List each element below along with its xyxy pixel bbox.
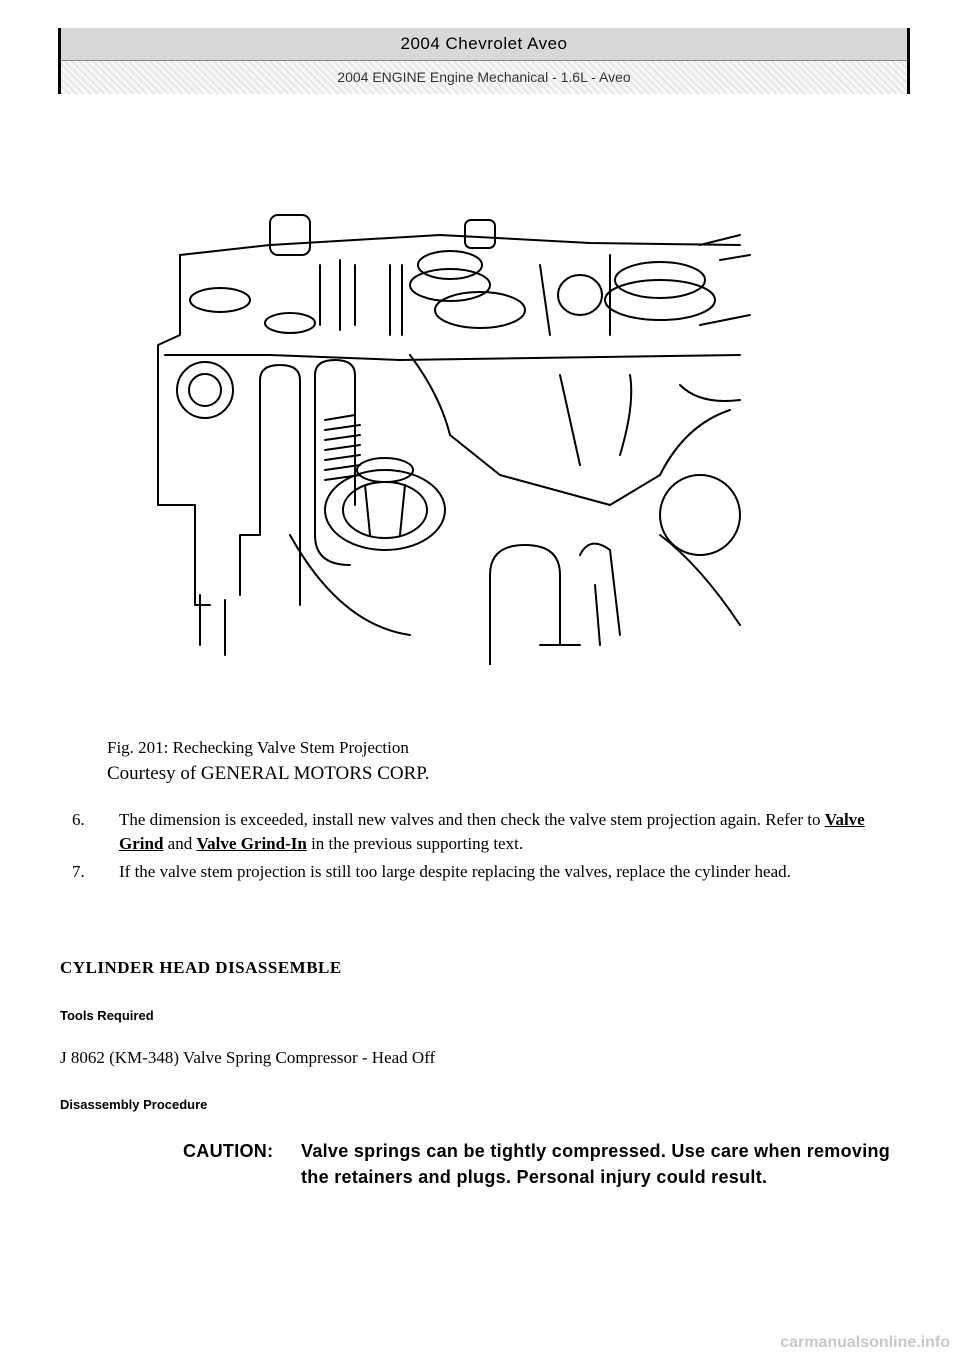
step-item: 7. If the valve stem projection is still… (60, 860, 910, 884)
procedure-steps: 6. The dimension is exceeded, install ne… (60, 808, 910, 888)
caution-label: CAUTION: (183, 1141, 274, 1161)
caption-title: Fig. 201: Rechecking Valve Stem Projecti… (107, 738, 409, 757)
valve-grind-in-link[interactable]: Valve Grind-In (196, 834, 307, 853)
caution-note: CAUTION: Valve springs can be tightly co… (183, 1138, 903, 1190)
step-item: 6. The dimension is exceeded, install ne… (60, 808, 910, 856)
header-title: 2004 Chevrolet Aveo (61, 28, 907, 61)
header-subtitle: 2004 ENGINE Engine Mechanical - 1.6L - A… (61, 61, 907, 94)
tools-heading: Tools Required (60, 1008, 154, 1023)
site-watermark: carmanualsonline.info (780, 1334, 950, 1351)
step-text: If the valve stem projection is still to… (119, 862, 791, 881)
valve-grind-link[interactable]: Valve Grind (119, 810, 865, 853)
valve-stem-illustration (157, 214, 751, 665)
step-text: The dimension is exceeded, install new v… (119, 808, 910, 856)
step-number: 6. (72, 810, 85, 829)
tool-item: J 8062 (KM-348) Valve Spring Compressor … (60, 1048, 436, 1067)
section-title: CYLINDER HEAD DISASSEMBLE (60, 958, 342, 977)
caution-text: Valve springs can be tightly compressed.… (301, 1141, 891, 1187)
figure-caption: Fig. 201: Rechecking Valve Stem Projecti… (107, 735, 430, 787)
document-header: 2004 Chevrolet Aveo 2004 ENGINE Engine M… (58, 28, 910, 94)
procedure-heading: Disassembly Procedure (60, 1097, 208, 1112)
step-text-part: and (163, 834, 197, 853)
step-number: 7. (72, 862, 85, 881)
step-text-part: in the previous supporting text. (306, 834, 524, 853)
caption-credit: Courtesy of GENERAL MOTORS CORP. (107, 763, 430, 784)
step-text-part: The dimension is exceeded, install new v… (119, 810, 825, 829)
